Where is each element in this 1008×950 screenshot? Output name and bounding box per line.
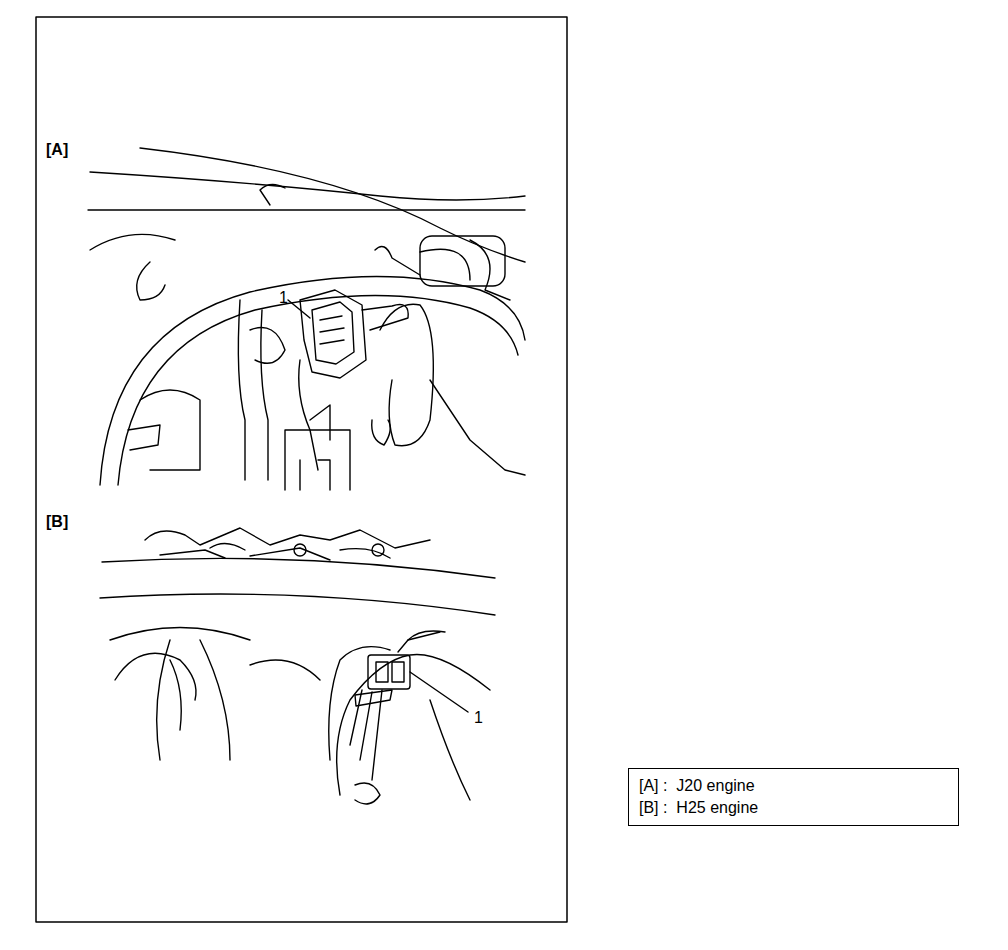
frame [36, 17, 567, 922]
legend-box: [A] : J20 engine[B] : H25 engine [628, 768, 959, 826]
panel-label: [B] [46, 513, 68, 531]
callout-number: 1 [474, 709, 483, 727]
callout-number: 1 [279, 289, 288, 307]
panel-label: [A] [46, 141, 68, 159]
legend-text: [B] : H25 engine [639, 797, 948, 819]
panel-a-drawing [88, 148, 525, 490]
panel-b-drawing [100, 528, 495, 804]
legend-text: [A] : J20 engine [639, 775, 948, 797]
